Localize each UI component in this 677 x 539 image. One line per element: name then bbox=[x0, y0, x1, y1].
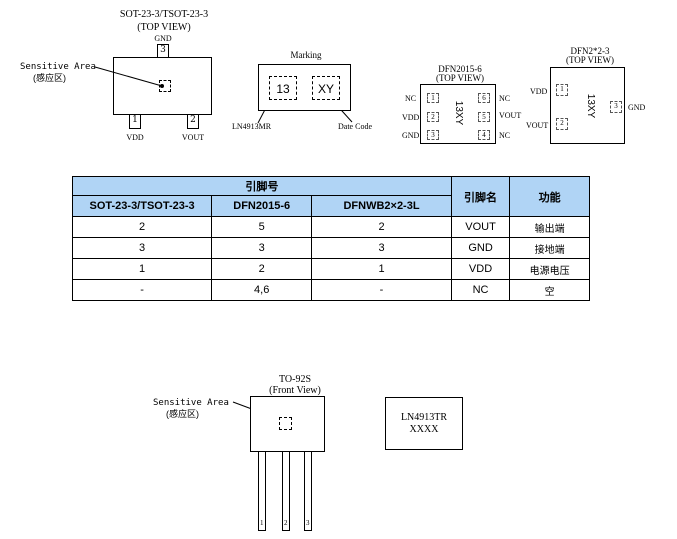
sot23-title: SOT-23-3/TSOT-23-3 bbox=[119, 9, 209, 20]
table-row: 3 3 3 GND 接地端 bbox=[71, 237, 590, 259]
dfn2015-pad-5: 5 bbox=[478, 112, 490, 122]
to92-marking-line2: XXXX bbox=[409, 424, 439, 435]
to92-lead-1-label: 1 bbox=[260, 519, 264, 527]
sot23-leader-dot bbox=[160, 84, 164, 88]
to92-sensitive-label: Sensitive Area bbox=[153, 398, 229, 408]
table-cell: VDD bbox=[450, 258, 511, 280]
to92-title: TO-92S bbox=[278, 374, 312, 385]
dfn2015-pad-4: 4 bbox=[478, 130, 490, 140]
dfn2015-left-label-1: NC bbox=[405, 94, 417, 103]
table-sub-dfnwb: DFNWB2×2-3L bbox=[311, 195, 452, 217]
sot23-pin2: 2 bbox=[187, 114, 199, 129]
dfn2x2-mark: 13XY bbox=[585, 93, 596, 119]
dfn2015-pad-1: 1 bbox=[427, 93, 439, 103]
table-row: - 4,6 - NC 空 bbox=[71, 279, 590, 301]
to92-lead-1: 1 bbox=[258, 451, 266, 531]
table-cell: 3 bbox=[211, 237, 313, 259]
dfn2x2-pad-1: 1 bbox=[556, 84, 568, 96]
table-col-function: 功能 bbox=[509, 176, 590, 217]
marking-left-code: 13 bbox=[269, 76, 297, 100]
table-row: 2 5 2 VOUT 输出端 bbox=[71, 216, 590, 238]
sot23-pin1: 1 bbox=[129, 114, 141, 129]
sot23-leader-line bbox=[94, 66, 163, 87]
sot23-subtitle: (TOP VIEW) bbox=[137, 22, 191, 33]
table-cell: 1 bbox=[311, 258, 452, 280]
sot23-sensitive-label: Sensitive Area bbox=[20, 62, 96, 72]
to92-sensitive-zh: (感应区) bbox=[166, 409, 199, 419]
table-cell: GND bbox=[450, 237, 511, 259]
table-cell: 4,6 bbox=[211, 279, 313, 301]
dfn2015-pad-6: 6 bbox=[478, 93, 490, 103]
dfn2x2-pad-2: 2 bbox=[556, 118, 568, 130]
table-cell: - bbox=[311, 279, 452, 301]
table-col-pin-name: 引脚名 bbox=[450, 176, 511, 217]
dfn2x2-subtitle: (TOP VIEW) bbox=[565, 55, 615, 65]
table-cell: 2 bbox=[211, 258, 313, 280]
dfn2x2-body bbox=[550, 67, 625, 144]
sot23-vdd-label: VDD bbox=[126, 133, 144, 142]
dfn2015-mark: 13XY bbox=[453, 100, 464, 126]
marking-date-label: Date Code bbox=[338, 122, 372, 131]
sot23-sensitive-zh: (感应区) bbox=[33, 73, 66, 83]
dfn2x2-left-label-1: VDD bbox=[530, 87, 548, 96]
to92-marking-body bbox=[385, 397, 463, 450]
pin-function-table: 引脚号 引脚名 功能 SOT-23-3/TSOT-23-3 DFN2015-6 … bbox=[71, 176, 590, 301]
dfn2015-left-label-3: GND bbox=[402, 131, 420, 140]
table-cell: 2 bbox=[71, 216, 213, 238]
table-cell: - bbox=[71, 279, 213, 301]
table-row: 1 2 1 VDD 电源电压 bbox=[71, 258, 590, 280]
to92-package-body bbox=[250, 396, 325, 452]
table-cell: 输出端 bbox=[509, 216, 590, 238]
table-cell: 接地端 bbox=[509, 237, 590, 259]
marking-part-label: LN4913MR bbox=[232, 122, 272, 131]
to92-subtitle: (Front View) bbox=[269, 385, 321, 396]
dfn2x2-right-label: GND bbox=[628, 103, 646, 112]
sot23-vout-label: VOUT bbox=[181, 133, 205, 142]
dfn2015-title: DFN2015-6 bbox=[438, 64, 482, 74]
dfn2015-right-label-4: NC bbox=[499, 131, 511, 140]
table-cell: NC bbox=[450, 279, 511, 301]
dfn2015-body bbox=[420, 84, 496, 144]
marking-title: Marking bbox=[290, 50, 322, 60]
to92-lead-3: 3 bbox=[304, 451, 312, 531]
dfn2015-subtitle: (TOP VIEW) bbox=[435, 73, 485, 83]
table-cell: 电源电压 bbox=[509, 258, 590, 280]
sot23-sensor-area bbox=[159, 80, 171, 92]
dfn2015-right-label-5: VOUT bbox=[499, 111, 522, 120]
table-sub-dfn2015: DFN2015-6 bbox=[211, 195, 313, 217]
dfn2x2-left-label-2: VOUT bbox=[526, 121, 549, 130]
dfn2x2-title: DFN2*2-3 bbox=[570, 46, 610, 56]
to92-marking-line1: LN4913TR bbox=[400, 412, 448, 423]
table-cell: 空 bbox=[509, 279, 590, 301]
table-cell: VOUT bbox=[450, 216, 511, 238]
to92-lead-2-label: 2 bbox=[284, 519, 288, 527]
marking-right-code: XY bbox=[312, 76, 340, 100]
table-cell: 1 bbox=[71, 258, 213, 280]
table-cell: 3 bbox=[311, 237, 452, 259]
to92-lead-2: 2 bbox=[282, 451, 290, 531]
table-cell: 3 bbox=[71, 237, 213, 259]
to92-lead-3-label: 3 bbox=[306, 519, 310, 527]
dfn2015-pad-3: 3 bbox=[427, 130, 439, 140]
marking-body bbox=[258, 64, 351, 111]
dfn2015-pad-2: 2 bbox=[427, 112, 439, 122]
dfn2015-right-label-6: NC bbox=[499, 94, 511, 103]
table-group-header: 引脚号 bbox=[72, 176, 452, 196]
sot23-gnd-label: GND bbox=[154, 34, 172, 43]
dfn2015-left-label-2: VDD bbox=[402, 113, 420, 122]
table-cell: 5 bbox=[211, 216, 313, 238]
dfn2x2-pad-3: 3 bbox=[610, 101, 622, 113]
table-cell: 2 bbox=[311, 216, 452, 238]
table-sub-sot23: SOT-23-3/TSOT-23-3 bbox=[71, 195, 213, 217]
to92-sensor-area bbox=[279, 417, 292, 430]
